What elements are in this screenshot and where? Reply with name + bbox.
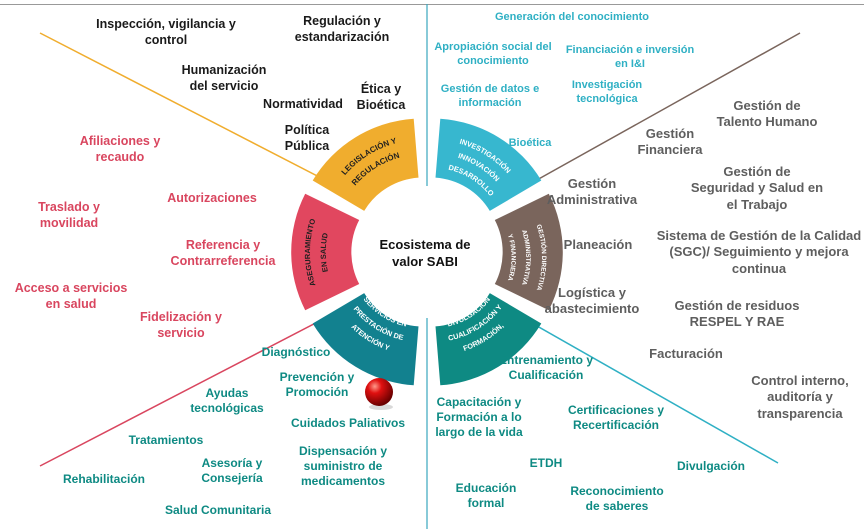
- top-border: [0, 4, 864, 5]
- label-investigacion-tec: Investigación tecnológica: [571, 79, 643, 105]
- center-title: Ecosistema de valor SABI: [375, 237, 475, 271]
- ring-label-aseguramiento-2: EN SALUD: [319, 232, 330, 273]
- ball-shadow: [369, 404, 393, 410]
- label-seguridad: Gestión de Seguridad y Salud en el Traba…: [690, 164, 824, 212]
- label-salud-comunitaria: Salud Comunitaria: [164, 503, 271, 517]
- label-autorizaciones: Autorizaciones: [167, 191, 257, 205]
- label-residuos: Gestión de residuos RESPEL Y RAE: [674, 298, 800, 330]
- label-inspeccion: Inspección, vigilancia y control: [96, 17, 236, 47]
- segment-aseguramiento[interactable]: [291, 193, 360, 311]
- label-apropiacion: Apropiación social del conocimiento: [434, 41, 552, 67]
- label-acceso: Acceso a servicios en salud: [14, 281, 128, 311]
- label-rehabilitacion: Rehabilitación: [62, 472, 145, 486]
- center-circle: [361, 186, 493, 318]
- label-educacion: Educación formal: [455, 481, 517, 510]
- label-administrativa: Gestión Administrativa: [546, 176, 638, 208]
- label-financiacion: Financiación e inversión en I&I: [565, 44, 695, 70]
- ring-label-gestion-3: Y FINANCIERA: [506, 233, 517, 282]
- label-gestion-datos: Gestión de datos e información: [440, 83, 540, 109]
- label-control-interno: Control interno, auditoría y transparenc…: [751, 373, 849, 421]
- label-talento: Gestión de Talento Humano: [716, 98, 818, 130]
- divider-top-left: [39, 32, 361, 199]
- center-title-line1: Ecosistema de: [379, 237, 471, 252]
- segment-investigacion[interactable]: [435, 118, 542, 211]
- center-title-line2: valor SABI: [392, 253, 458, 269]
- label-normatividad: Normatividad: [263, 97, 343, 111]
- label-etica: Ética y Bioética: [356, 82, 406, 112]
- label-sgc: Sistema de Gestión de la Calidad (SGC)/ …: [656, 228, 862, 276]
- label-prevencion: Prevención y Promoción: [279, 370, 355, 399]
- label-traslado: Traslado y movilidad: [38, 200, 100, 230]
- label-bioetica: Bioética: [508, 137, 552, 149]
- red-ball-icon: [365, 378, 393, 406]
- label-entrenamiento: Entrenamiento y Cualificación: [498, 353, 594, 382]
- label-fidelizacion: Fidelización y servicio: [140, 310, 222, 340]
- label-capacitacion: Capacitación y Formación a lo largo de l…: [435, 395, 523, 439]
- divider-bottom-right: [499, 304, 779, 464]
- label-cuidados: Cuidados Paliativos: [290, 416, 406, 430]
- label-humanizacion: Humanización del servicio: [181, 63, 267, 93]
- label-dispensacion: Dispensación y suministro de medicamento…: [298, 444, 388, 488]
- label-reconocimiento: Reconocimiento de saberes: [570, 484, 664, 513]
- label-planeacion: Planeación: [563, 237, 633, 252]
- segment-legislacion[interactable]: [312, 118, 419, 211]
- label-divulgacion: Divulgación: [676, 459, 745, 473]
- ring-label-gestion-2: ADMINISTRATIVA: [520, 229, 531, 286]
- label-certificaciones: Certificaciones y Recertificación: [567, 403, 665, 432]
- segment-atencion[interactable]: [312, 293, 419, 386]
- label-generacion: Generación del conocimiento: [494, 11, 650, 23]
- label-etdh: ETDH: [529, 456, 563, 470]
- label-ayudas: Ayudas tecnológicas: [190, 386, 264, 415]
- segment-formacion[interactable]: [435, 293, 542, 386]
- segment-gestion[interactable]: [494, 193, 563, 311]
- divider-bottom-left: [39, 299, 361, 467]
- label-politica: Política Pública: [284, 123, 330, 153]
- divider-top-right: [509, 32, 801, 196]
- label-diagnostico: Diagnóstico: [261, 345, 331, 359]
- label-referencia: Referencia y Contrarreferencia: [170, 238, 276, 268]
- label-logistica: Logística y abastecimiento: [544, 285, 640, 317]
- label-tratamientos: Tratamientos: [128, 433, 204, 447]
- label-regulacion: Regulación y estandarización: [294, 14, 390, 44]
- label-asesoria: Asesoría y Consejería: [201, 456, 263, 485]
- label-facturacion: Facturación: [649, 346, 723, 361]
- label-afiliaciones: Afiliaciones y recaudo: [79, 134, 161, 164]
- label-financiera: Gestión Financiera: [637, 126, 703, 158]
